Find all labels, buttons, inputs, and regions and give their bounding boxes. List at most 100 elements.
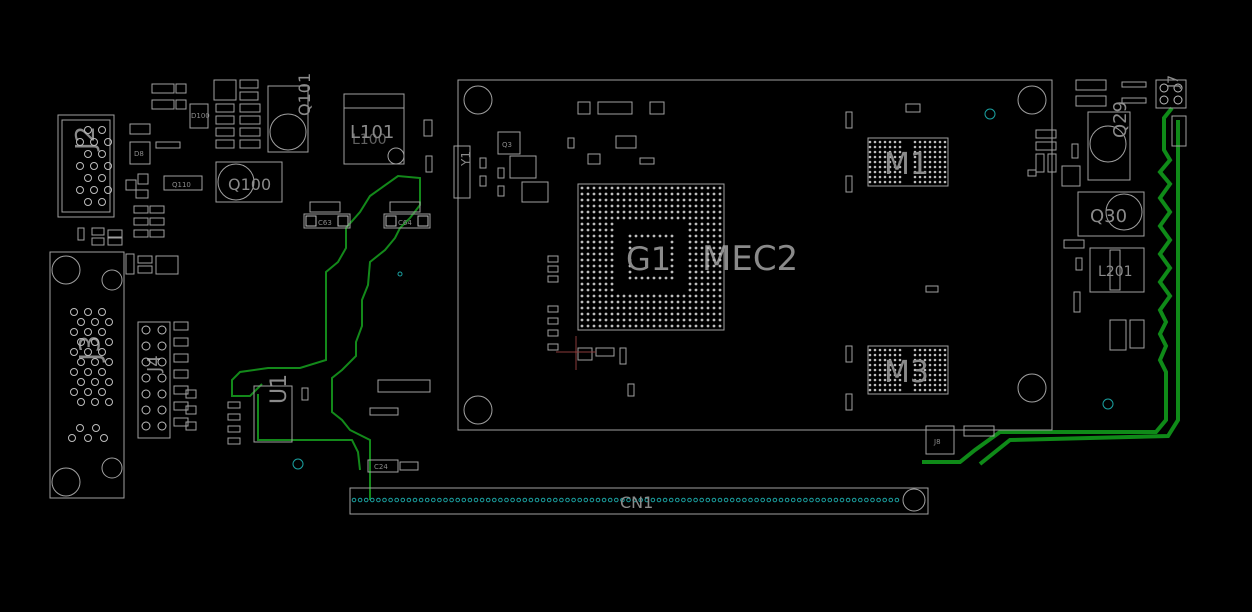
passive-part [1035,129,1057,139]
bga-ball [670,294,674,298]
cn1-pin [351,497,357,503]
bga-ball [694,192,698,196]
memory-ball [918,348,922,352]
bga-ball [694,246,698,250]
memory-ball [878,388,882,392]
cn1-pin [424,497,430,503]
memory-ball [888,165,892,169]
bga-ball [592,312,596,316]
memory-ball [923,150,927,154]
j3-pad [68,434,76,442]
bga-ball [616,192,620,196]
passive-part [185,421,197,431]
bga-ball [640,318,644,322]
bga-ball [658,198,662,202]
bga-ball [592,198,596,202]
j3-pad [105,378,113,386]
bga-ball [610,198,614,202]
memory-ball [878,165,882,169]
cn1-pin [498,497,503,503]
bga-ball [676,216,680,220]
bga-ball [676,186,680,190]
memory-ball [868,140,872,144]
cn1-pin [858,497,863,503]
memory-ball [898,165,902,169]
memory-ball [913,155,917,159]
memory-ball [918,140,922,144]
bga-ball [604,222,608,226]
bga-ball [586,294,590,298]
bga-ball [664,234,668,238]
memory-ball [938,140,942,144]
bga-ball [616,210,620,214]
cn1-pin [357,497,363,503]
memory-ball [913,145,917,149]
j4-pad [157,373,167,383]
bga-ball [622,312,626,316]
memory-ball [923,170,927,174]
bga-ball [712,246,716,250]
bga-ball [706,312,710,316]
memory-ball [933,180,937,184]
cn1-pin [601,497,607,503]
bga-ball [694,258,698,262]
bga-ball [598,222,602,226]
memory-ball [888,358,892,362]
bga-ball [616,324,620,328]
memory-ball [918,150,922,154]
memory-ball [873,160,877,164]
memory-ball [933,368,937,372]
j3-pad [98,308,106,316]
memory-ball [868,160,872,164]
bga-ball [622,198,626,202]
bga-ball [604,216,608,220]
bga-ball [610,234,614,238]
cn1-pin [431,497,436,503]
memory-ball [943,160,947,164]
memory-ball [938,150,942,154]
bga-ball [682,306,686,310]
passive-part [155,255,179,275]
memory-ball [898,368,902,372]
bga-ball [586,192,590,196]
passive-part [587,153,601,165]
bga-ball [640,192,644,196]
component-q29: Q29 [1087,101,1131,181]
memory-ball [888,175,892,179]
bga-ball [580,210,584,214]
bga-ball [718,222,722,226]
j2-pad [104,138,112,146]
bga-ball [628,300,632,304]
bga-ball [694,210,698,214]
bga-ball [586,258,590,262]
cn1-pin [851,497,857,503]
cn1-pin [382,497,387,503]
memory-ball [888,363,892,367]
passive-part [213,79,237,101]
bga-ball [676,318,680,322]
bga-ball [718,318,722,322]
memory-ball [938,175,942,179]
bga-ball [646,186,650,190]
memory-ball [943,170,947,174]
cn1-label: CN1 [620,493,653,512]
j2-pad [76,162,84,170]
memory-ball [943,383,947,387]
j3-pad [84,308,92,316]
bga-ball [640,198,644,202]
passive-part [239,91,259,101]
bga-ball [700,198,704,202]
bga-ball [610,318,614,322]
bga-ball [592,222,596,226]
bga-ball [676,210,680,214]
passive-part [185,405,197,415]
memory-ball [933,160,937,164]
memory-ball [888,155,892,159]
j2-pad [98,150,106,158]
cn1-pin [510,497,515,503]
memory-ball [868,175,872,179]
passive-part [595,347,615,357]
memory-ball [923,373,927,377]
bga-ball [694,204,698,208]
bga-ball [646,312,650,316]
